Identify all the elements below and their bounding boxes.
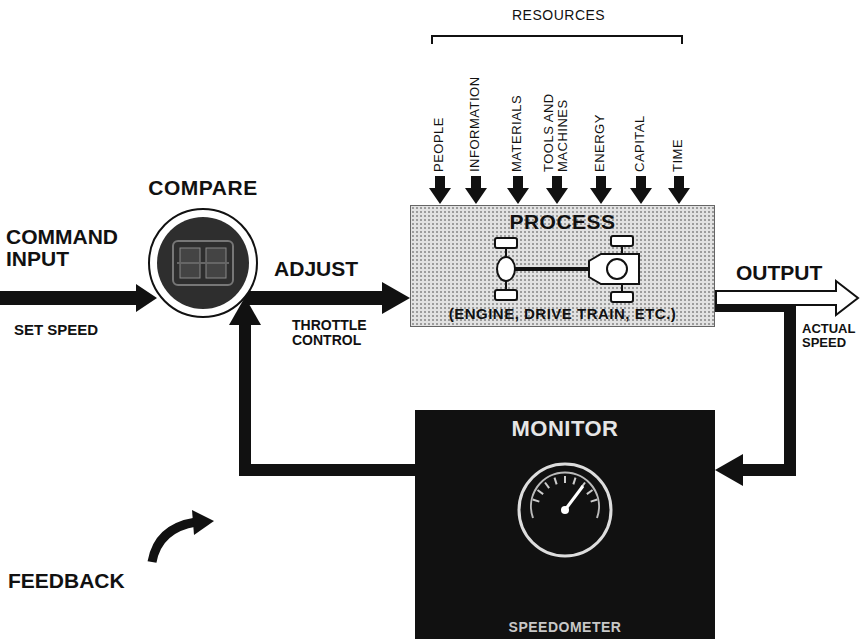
node-subtext: (ENGINE, DRIVE TRAIN, ETC.) (449, 305, 677, 322)
process-box: PROCESS (ENGINE, DRIVE TRAIN, ETC.) (410, 205, 715, 327)
flow-connector (244, 291, 388, 305)
resource-arrow (465, 176, 487, 204)
node-heading: PROCESS (509, 210, 615, 234)
compare-circle: COMPARE (138, 176, 268, 324)
resource-arrow (429, 176, 451, 204)
flow-label: SET SPEED (14, 322, 134, 338)
resource-arrow (546, 176, 568, 204)
flow-connector (245, 319, 415, 470)
resource-arrow (507, 176, 529, 204)
node-heading: MONITOR (512, 416, 619, 442)
resource-arrow (590, 176, 612, 204)
feedback-curve-head (192, 510, 214, 535)
flow-label: FEEDBACK (8, 570, 138, 592)
flow-label: ACTUAL SPEED (802, 322, 860, 349)
compare-circle-shape (147, 207, 259, 319)
output-arrow (716, 281, 858, 315)
monitor-box: MONITOR SPEEDOMETER (415, 410, 715, 639)
flow-label: RESOURCES (512, 8, 632, 23)
resource-label: ENERGY (593, 42, 607, 172)
resource-label: CAPITAL (633, 42, 647, 172)
resource-label: TIME (671, 42, 685, 172)
resource-label: MATERIALS (510, 42, 524, 172)
flow-label: COMMAND INPUT (6, 226, 131, 270)
resource-bracket (432, 36, 682, 44)
command-arrow (0, 284, 157, 312)
resource-label: INFORMATION (468, 42, 482, 172)
resource-arrows (429, 176, 690, 204)
resource-arrow (630, 176, 652, 204)
resource-label: PEOPLE (432, 42, 446, 172)
resource-label: TOOLS AND MACHINES (542, 80, 569, 172)
connector-label: ADJUST (274, 258, 358, 280)
flow-label: THROTTLE CONTROL (292, 318, 392, 347)
resource-arrow (668, 176, 690, 204)
node-heading: COMPARE (138, 176, 268, 200)
feedback-curve (152, 522, 196, 562)
speedometer-gauge (415, 410, 715, 639)
flow-label: OUTPUT (736, 262, 856, 284)
flow-connector (711, 306, 790, 470)
node-subtext: SPEEDOMETER (509, 619, 622, 635)
